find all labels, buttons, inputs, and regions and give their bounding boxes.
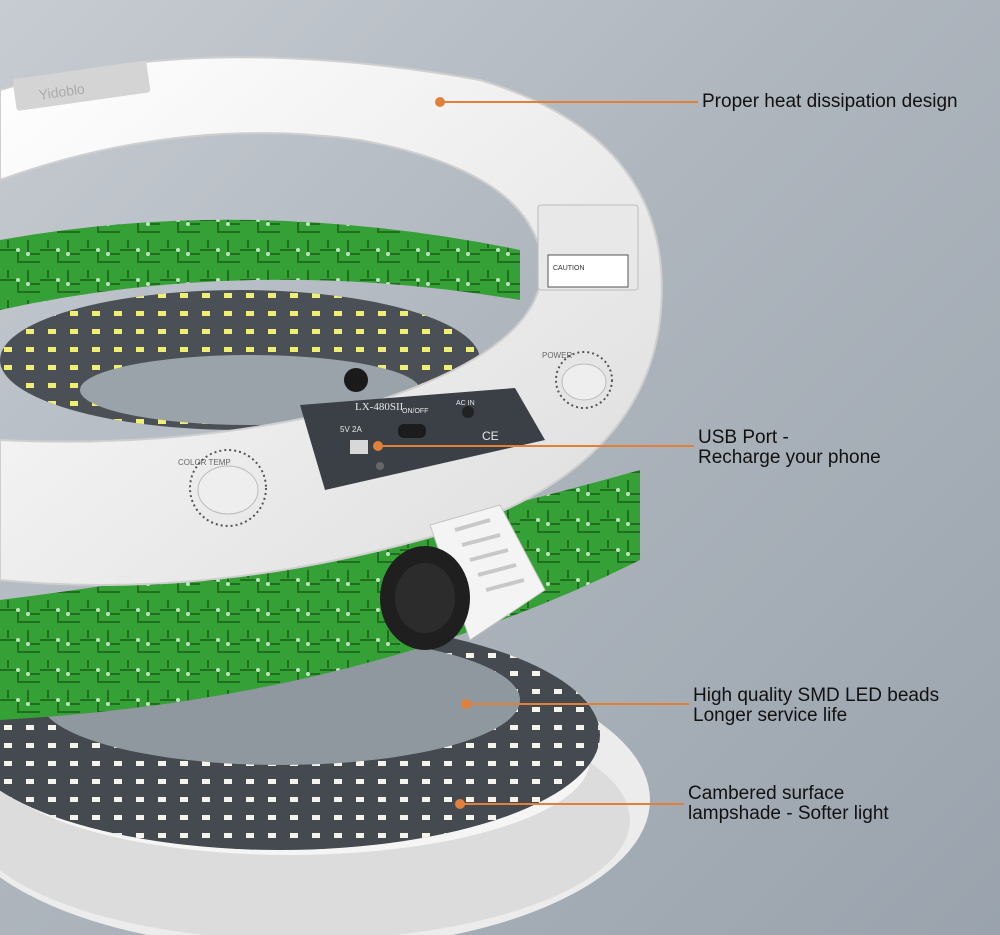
color-temp-knob-label: COLOR TEMP [178,458,231,467]
ac-in-jack[interactable] [462,406,474,418]
mount-bracket [380,504,546,650]
color-temp-knob[interactable] [197,465,259,515]
power-knob[interactable] [561,363,607,401]
battery-caution-label: CAUTION [553,265,585,272]
pcb-ring-upper [0,219,520,310]
callout-heat-dissipation: Proper heat dissipation design [702,92,958,112]
led-bead-ring-upper [0,290,480,430]
leader-lines [373,97,698,809]
power-switch[interactable] [398,424,426,438]
callout-shade-line-2: lampshade - Softer light [688,803,889,824]
indicator-led [376,462,384,470]
callout-heat-line-1: Proper heat dissipation design [702,91,958,112]
mount-button[interactable] [344,368,368,392]
usb-port[interactable] [350,440,368,454]
callout-usb-port: USB Port - Recharge your phone [698,428,881,468]
callout-led-line-1: High quality SMD LED beads [693,685,940,706]
ac-in-label: AC IN [456,400,475,407]
callout-led-line-2: Longer service life [693,705,848,726]
callout-lampshade: Cambered surface lampshade - Softer ligh… [688,784,889,824]
ce-mark: CE [482,429,499,443]
power-knob-label: POWER [542,351,572,360]
callout-usb-line-1: USB Port - [698,427,789,448]
usb-spec-label: 5V 2A [340,425,362,434]
ring-housing: Yidoblo CAUTION LX-480SII 5V 2A ON/OFF A… [0,56,663,586]
callout-shade-line-1: Cambered surface [688,783,845,804]
callout-usb-line-2: Recharge your phone [698,447,881,468]
callout-led-beads: High quality SMD LED beads Longer servic… [693,686,939,726]
model-label: LX-480SII [355,401,404,413]
brand-logo: Yidoblo [38,80,86,102]
switch-label: ON/OFF [402,408,428,415]
